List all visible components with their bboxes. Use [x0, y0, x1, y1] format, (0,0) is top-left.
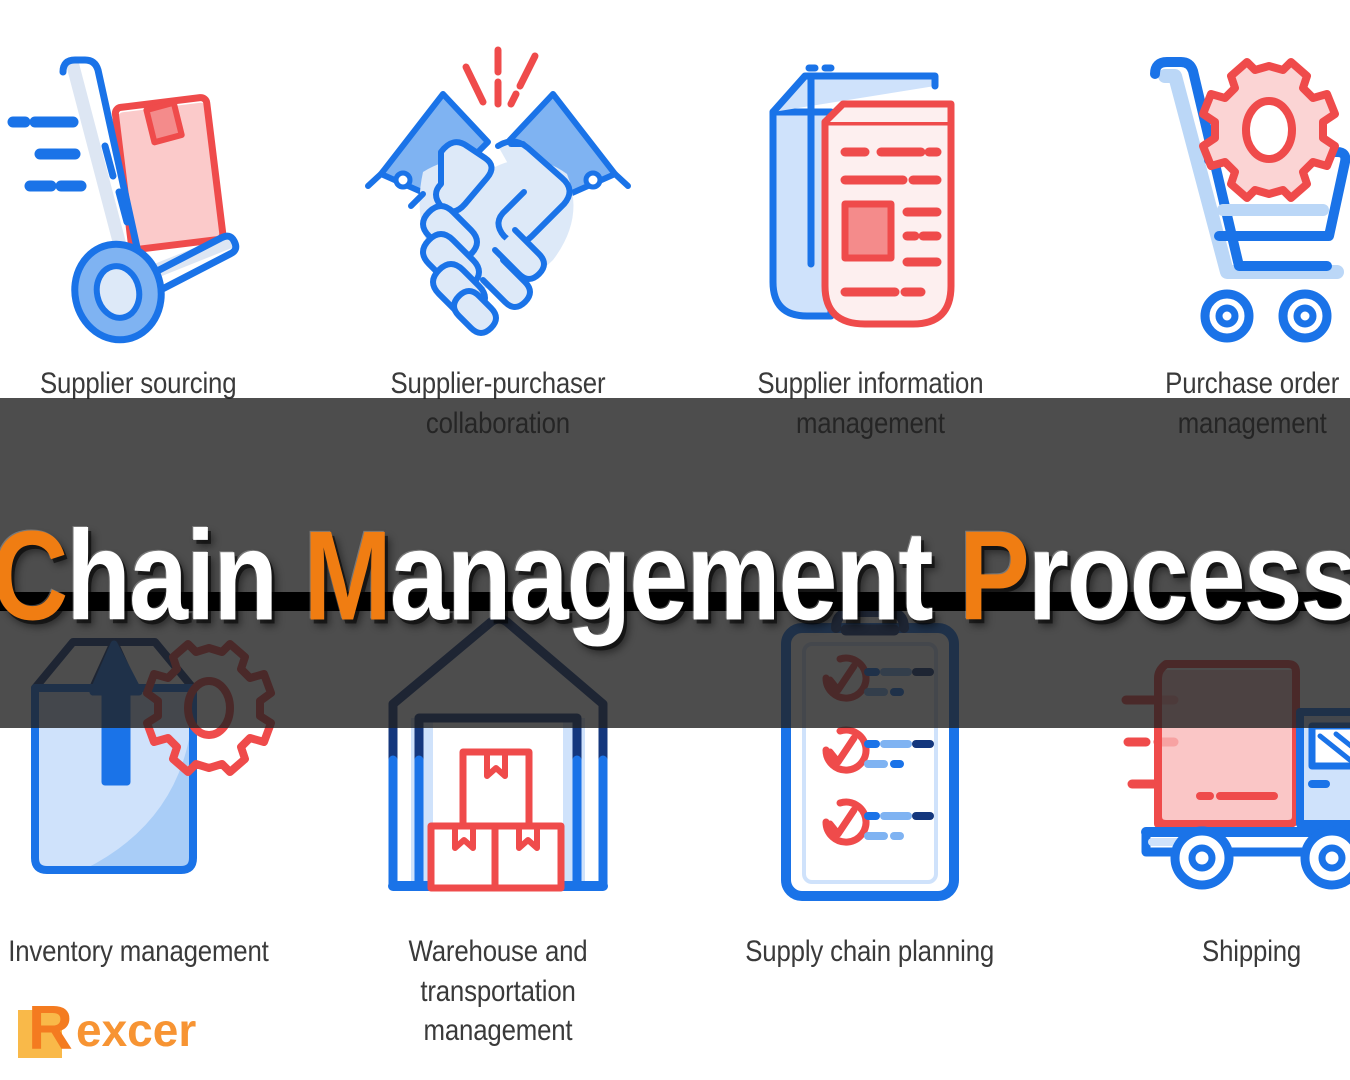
logo-letter-r: R [28, 994, 73, 1063]
logo-wordmark: excer [76, 1004, 197, 1056]
cell-label-supplier-sourcing: Supplier sourcing [39, 367, 237, 400]
document-stack-icon [745, 34, 995, 352]
title-overlay-band [0, 398, 1350, 728]
logo-r-mark-icon: R [18, 994, 74, 1063]
cell-supplier-purchaser: Supplier-purchaser collaboration [348, 34, 648, 443]
cell-label-shipping: Shipping [1202, 935, 1302, 968]
cell-label-inventory-management: Inventory management [7, 935, 269, 968]
brand-logo[interactable]: R excer [18, 994, 197, 1063]
warehouse-boxes-icon [373, 600, 623, 918]
title-black-stripe [0, 592, 1350, 611]
shopping-cart-gear-icon [1127, 34, 1350, 352]
hand-truck-icon [0, 34, 283, 352]
cell-supplier-information: Supplier information management [720, 34, 1020, 443]
cell-label-warehouse-transportation: Warehouse and transportation management [408, 935, 588, 1048]
cell-purchase-order: Purchase order management [1092, 34, 1350, 443]
cell-supplier-sourcing: Supplier sourcing [0, 34, 298, 404]
logo-square-shape [18, 1010, 62, 1058]
cell-label-supply-chain-planning: Supply chain planning [745, 935, 995, 968]
handshake-icon [363, 34, 633, 352]
cell-warehouse-transportation: Warehouse and transportation management [348, 600, 648, 1051]
